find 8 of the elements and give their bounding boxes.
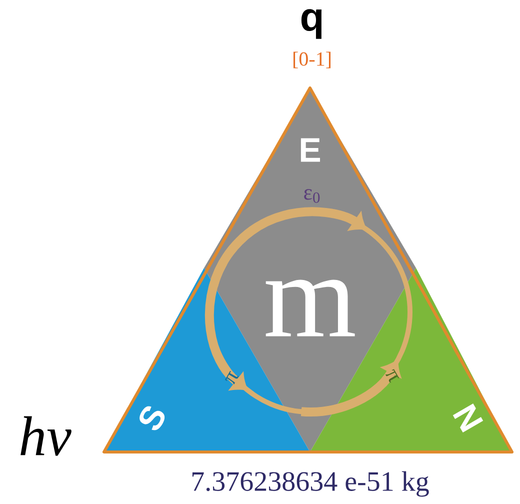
symbol-label: ε$_{0}$ [304, 189, 320, 203]
symbol-label: π [385, 369, 400, 383]
symbol-label: π [225, 370, 238, 384]
range-label: [0-1] [294, 52, 330, 68]
mass-value: 7.376238634 e-51 kg [192, 471, 429, 497]
charge-symbol: q [301, 9, 322, 39]
photon-energy-label: hν [20, 416, 72, 456]
triangle [102, 86, 514, 454]
